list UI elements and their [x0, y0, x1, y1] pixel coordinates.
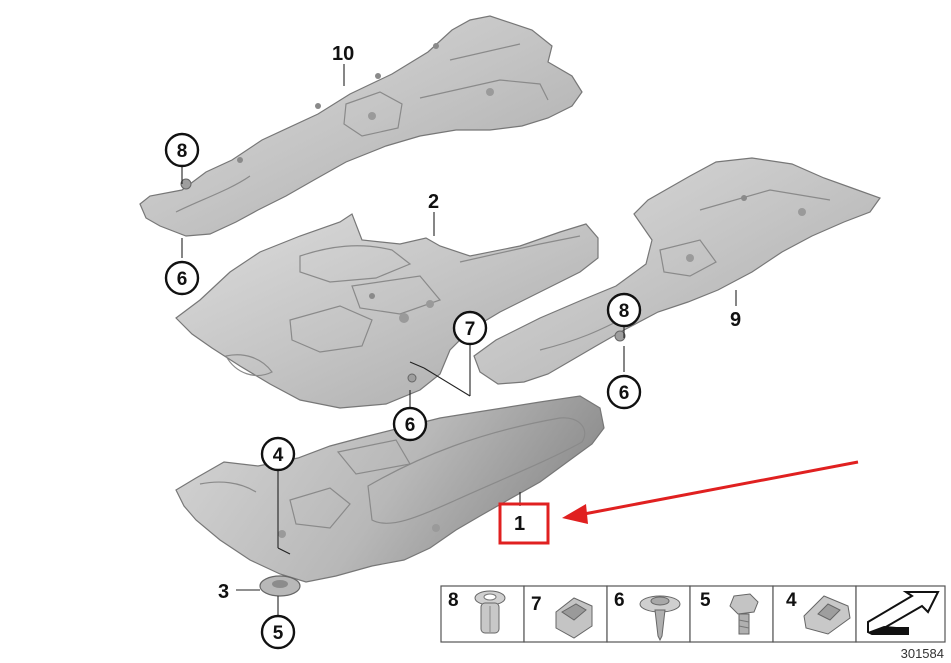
legend-cell-5: [689, 585, 774, 643]
callout-8-upper-left: 8: [164, 132, 200, 168]
highlight-arrow-shaft: [583, 460, 859, 516]
expanding-rivet-icon: [474, 590, 506, 634]
underbody-shield-part-1: [175, 395, 605, 583]
callout-label: 8: [619, 301, 630, 322]
forward-direction-icon: [867, 591, 940, 635]
legend-label-4: 4: [786, 590, 797, 611]
legend-label-8: 8: [448, 590, 459, 611]
leader-lines: [181, 64, 737, 616]
callout-label: 4: [273, 445, 284, 466]
part-number-1: 1: [514, 513, 525, 535]
clip-nut-icon: [555, 597, 593, 639]
highlight-box: [498, 502, 550, 545]
callout-5: 5: [260, 614, 296, 650]
part-number-9: 9: [730, 309, 741, 331]
legend-cell-6: [606, 585, 691, 643]
underbody-shield-part-10: [139, 15, 583, 237]
callout-6-middle: 6: [392, 406, 428, 442]
callout-label: 8: [177, 141, 188, 162]
part-number-3: 3: [218, 581, 229, 603]
part-number-2: 2: [428, 191, 439, 213]
callout-label: 6: [619, 383, 630, 404]
callout-6-right: 6: [606, 374, 642, 410]
highlight-annotation: [498, 460, 859, 545]
callout-8-right: 8: [606, 292, 642, 328]
highlight-arrow-head: [562, 504, 588, 524]
callout-7: 7: [452, 310, 488, 346]
callout-label: 6: [405, 415, 416, 436]
callout-label: 7: [465, 319, 476, 340]
legend-label-5: 5: [700, 590, 711, 611]
hex-bolt-icon: [729, 593, 759, 635]
callout-label: 6: [177, 269, 188, 290]
underbody-shield-part-9: [473, 157, 881, 385]
part-number-10: 10: [332, 43, 354, 65]
washer-screw-icon: [639, 595, 681, 642]
callout-label: 5: [273, 623, 284, 644]
underbody-shield-part-2: [175, 213, 599, 409]
legend-label-6: 6: [614, 590, 625, 611]
spring-clip-icon: [803, 595, 851, 635]
fastener-legend: 8 7 6 5 4: [440, 585, 946, 643]
callout-4: 4: [260, 436, 296, 472]
legend-label-7: 7: [531, 594, 542, 615]
diagram-number: 301584: [901, 646, 944, 661]
round-clip-part-3: [259, 575, 301, 597]
callout-6-upper-left: 6: [164, 260, 200, 296]
